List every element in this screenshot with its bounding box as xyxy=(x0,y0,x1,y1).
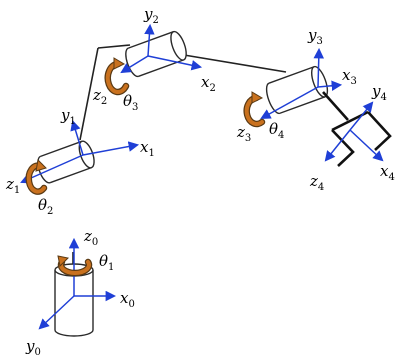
label-x4: x4 xyxy=(380,162,395,183)
label-z0: z0 xyxy=(83,227,98,248)
frame-4-axes xyxy=(324,101,384,162)
joint-2-near-cap xyxy=(37,155,51,184)
gripper xyxy=(322,91,392,167)
x1-axis-arrow xyxy=(82,141,140,156)
x2-axis-arrow xyxy=(147,55,203,71)
x3-axis-arrow xyxy=(317,80,343,91)
joint-3-end-cap xyxy=(170,30,187,61)
joint-3 xyxy=(125,30,187,78)
theta4-rotation-arrow xyxy=(243,91,266,128)
y3-axis-arrow xyxy=(313,47,325,88)
link-2-top xyxy=(97,44,131,49)
label-x1: x1 xyxy=(140,138,155,159)
label-z3: z3 xyxy=(236,123,251,144)
z2-axis-arrow xyxy=(120,55,149,74)
frame-2-axes xyxy=(120,23,203,74)
z3-axis-arrow xyxy=(260,86,319,120)
label-x3: x3 xyxy=(342,66,357,87)
gripper-wrist xyxy=(322,91,349,121)
x4-axis-arrow xyxy=(349,129,384,162)
z4-axis-arrow xyxy=(324,129,351,162)
label-theta2: θ2 xyxy=(38,196,53,217)
label-x2: x2 xyxy=(201,73,216,94)
theta1-rotation-arrow xyxy=(57,255,93,277)
frame-3-axes xyxy=(260,47,343,120)
base-cylinder-body xyxy=(54,270,94,337)
label-z2: z2 xyxy=(92,86,107,107)
gripper-finger-right xyxy=(367,111,392,151)
label-z1: z1 xyxy=(5,175,20,196)
label-y2: y2 xyxy=(143,5,159,26)
y4-axis-arrow xyxy=(349,101,374,131)
label-theta1: θ1 xyxy=(99,252,114,273)
label-y3: y3 xyxy=(307,26,323,47)
label-x0: x0 xyxy=(120,289,135,310)
link-1-2 xyxy=(79,47,99,141)
frame-1-axes xyxy=(20,119,140,184)
label-y1: y1 xyxy=(60,106,76,127)
label-theta4: θ4 xyxy=(269,120,284,141)
label-z4: z4 xyxy=(309,172,324,193)
joint-4 xyxy=(265,65,329,115)
theta3-rotation-arrow xyxy=(104,57,130,96)
label-y0: y0 xyxy=(25,337,41,358)
link-2-3 xyxy=(177,53,287,73)
joint-4-end-cap xyxy=(310,65,329,98)
theta2-rotation-arrow xyxy=(25,158,48,195)
y1-axis-arrow xyxy=(70,119,84,156)
z1-axis-arrow xyxy=(20,154,84,184)
label-theta3: θ3 xyxy=(123,92,138,113)
axis-labels: x0 y0 z0 θ1 x1 y1 z1 θ2 x2 y2 z2 θ3 x3 y… xyxy=(5,5,395,358)
gripper-finger-left xyxy=(331,129,355,167)
joint-1-base xyxy=(38,237,117,337)
joint-4-near-cap xyxy=(265,82,281,115)
y0-axis-arrow xyxy=(38,295,75,330)
y2-axis-arrow xyxy=(144,23,155,57)
label-y4: y4 xyxy=(371,82,387,103)
